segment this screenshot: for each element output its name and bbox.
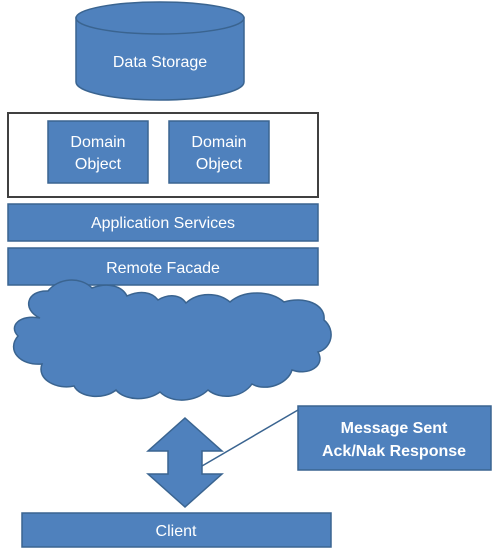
data-storage-label: Data Storage [113, 54, 207, 71]
domain-object-1-line-2: Object [75, 156, 122, 173]
domain-object-2-line-1: Domain [191, 134, 246, 151]
domain-object-2-line-2: Object [196, 156, 243, 173]
data-storage-cylinder: Data Storage [75, 1, 245, 101]
client-label: Client [156, 523, 197, 540]
callout-line-1: Message Sent [341, 420, 448, 437]
domain-object-1-line-1: Domain [70, 134, 125, 151]
client-box: Client [21, 512, 332, 548]
application-services-label: Application Services [91, 215, 235, 232]
double-arrow-icon [146, 416, 224, 509]
message-callout-box: Message Sent Ack/Nak Response [297, 405, 492, 471]
remote-facade-box: Remote Facade [7, 247, 319, 286]
callout-line-2: Ack/Nak Response [322, 443, 466, 460]
domain-object-box-1: Domain Object [47, 120, 149, 184]
application-services-box: Application Services [7, 203, 319, 242]
network-cloud [12, 279, 332, 401]
callout-connector [201, 409, 299, 467]
domain-object-box-2: Domain Object [168, 120, 270, 184]
remote-facade-label: Remote Facade [106, 260, 220, 277]
